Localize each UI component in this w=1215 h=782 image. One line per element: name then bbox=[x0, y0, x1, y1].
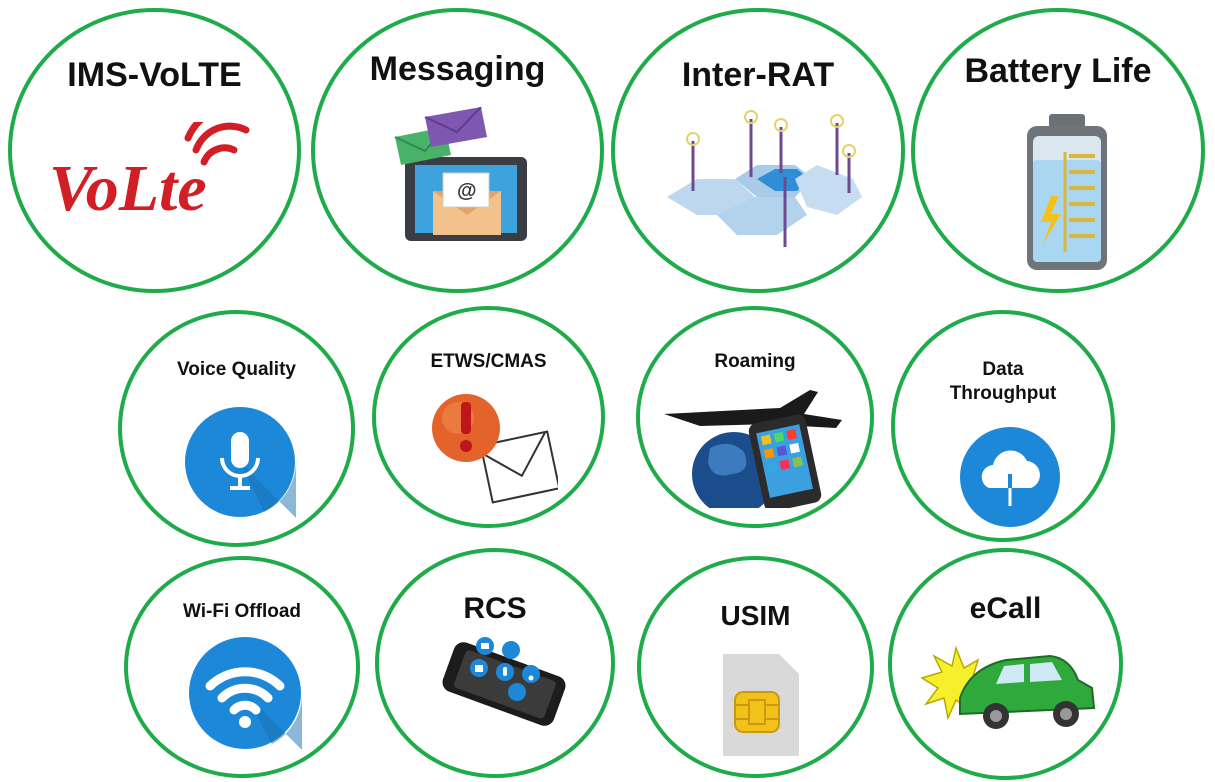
volte-logo-icon: VoLte bbox=[44, 122, 274, 232]
volte-logo-text: VoLte bbox=[49, 152, 207, 225]
cloud-download-icon bbox=[959, 426, 1061, 528]
feature-title: IMS-VoLTE bbox=[67, 56, 242, 94]
tablet-email-icon: @ bbox=[385, 107, 535, 242]
feature-title: RCS bbox=[463, 592, 527, 625]
feature-etws-cmas: ETWS/CMAS bbox=[372, 306, 605, 528]
feature-title: eCall bbox=[969, 592, 1042, 625]
feature-title: USIM bbox=[720, 600, 791, 631]
feature-title: Inter-RAT bbox=[681, 56, 835, 94]
wifi-icon bbox=[188, 636, 302, 750]
feature-messaging: Messaging @ bbox=[311, 8, 604, 293]
feature-inter-rat: Inter-RAT bbox=[611, 8, 905, 293]
airplane-phone-icon bbox=[660, 378, 860, 508]
feature-ecall: eCall bbox=[888, 548, 1123, 780]
battery-icon bbox=[1019, 112, 1115, 272]
feature-rcs: RCS bbox=[375, 548, 615, 778]
feature-title-line1: Data bbox=[982, 359, 1024, 380]
feature-title: Voice Quality bbox=[177, 359, 296, 380]
feature-battery-life: Battery Life bbox=[911, 8, 1205, 293]
feature-usim: USIM bbox=[637, 556, 874, 778]
feature-voice-quality: Voice Quality bbox=[118, 310, 355, 547]
feature-ims-volte: IMS-VoLTE VoLte bbox=[8, 8, 301, 293]
smartphone-apps-icon bbox=[435, 634, 567, 728]
feature-title-line2: Throughput bbox=[949, 383, 1057, 404]
feature-roaming: Roaming bbox=[636, 306, 874, 528]
cellular-network-icon bbox=[657, 107, 872, 257]
feature-title: Battery Life bbox=[964, 52, 1152, 90]
alert-envelope-icon bbox=[428, 390, 558, 510]
car-crash-icon bbox=[920, 638, 1100, 738]
feature-title: Roaming bbox=[714, 351, 796, 372]
svg-text:@: @ bbox=[457, 180, 477, 202]
feature-title: Messaging bbox=[369, 50, 546, 88]
sim-card-icon bbox=[721, 652, 801, 758]
feature-data-throughput: Data Throughput bbox=[891, 310, 1115, 542]
microphone-icon bbox=[184, 406, 296, 518]
feature-wifi-offload: Wi-Fi Offload bbox=[124, 556, 360, 778]
feature-title: Wi-Fi Offload bbox=[182, 601, 302, 622]
feature-title: ETWS/CMAS bbox=[430, 351, 547, 372]
